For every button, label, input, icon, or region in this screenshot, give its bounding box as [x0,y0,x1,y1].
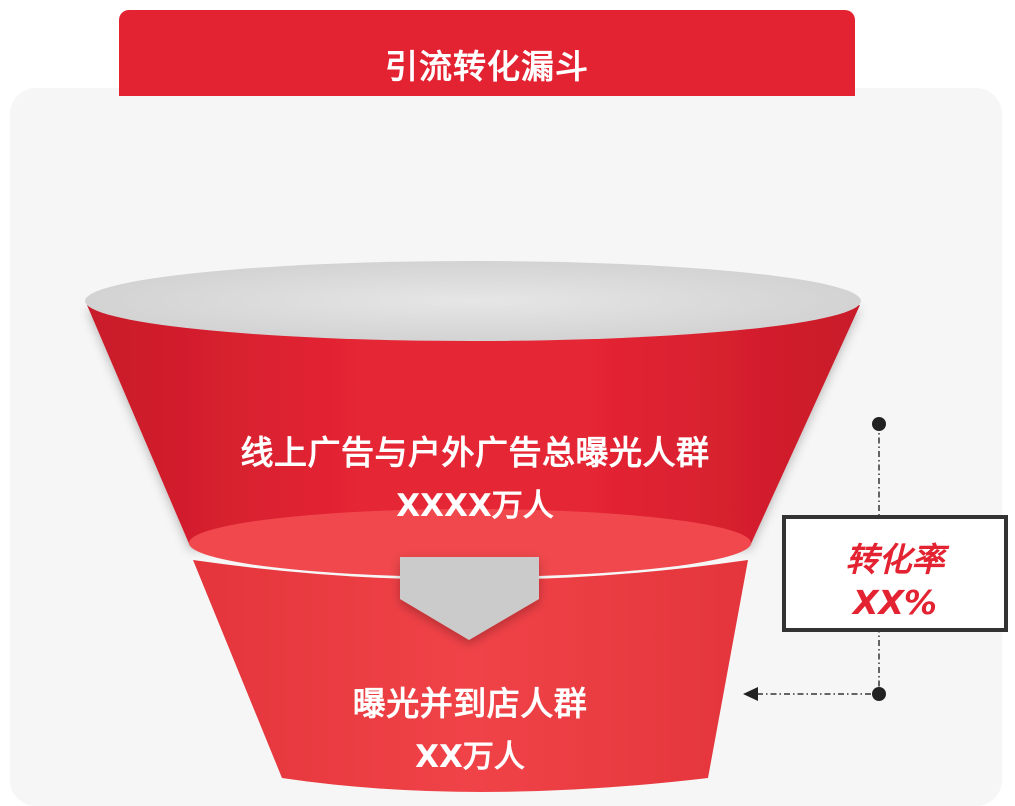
conversion-rate-label: 转化率 [845,540,945,579]
conversion-rate-box: 转化率 XX% [782,515,1008,632]
down-arrow-icon [400,557,539,640]
stage-bottom-value: XX万人 [415,739,525,775]
funnel-bottom-body [193,560,748,792]
funnel-middle-ring [189,509,751,577]
connector-dot-bottom [872,687,886,701]
connector-arrow-icon [743,687,758,701]
funnel-top-body [87,305,860,546]
connector-dot-top [872,417,886,431]
page-title: 引流转化漏斗 [385,47,589,86]
conversion-rate-value: XX% [853,583,937,622]
funnel-stage-bottom-text: 曝光并到店人群 XX万人 [270,677,670,776]
stage-top-label: 线上广告与户外广告总曝光人群 [240,433,710,472]
title-bar: 引流转化漏斗 [119,10,855,96]
stage-bottom-label: 曝光并到店人群 [352,684,588,723]
funnel-top-rim [85,261,861,341]
funnel-stage-top-text: 线上广告与户外广告总曝光人群 XXXX万人 [190,426,760,525]
stage-top-value: XXXX万人 [396,488,554,524]
